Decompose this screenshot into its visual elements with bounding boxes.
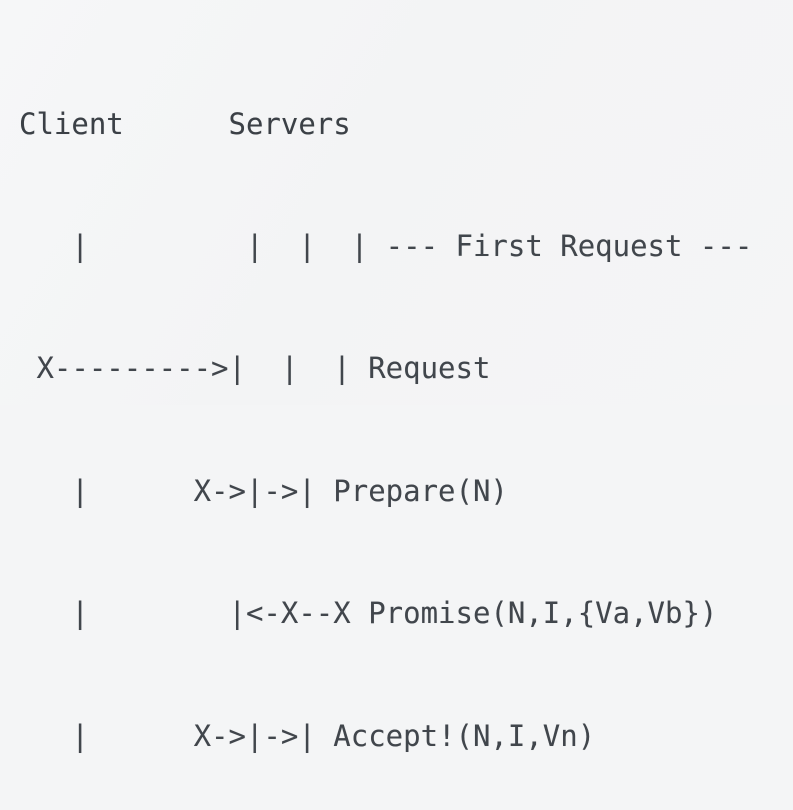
diagram-row-accept: | X->|->| Accept!(N,I,Vn)	[19, 718, 596, 753]
diagram-row-prepare: | X->|->| Prepare(N)	[19, 473, 508, 508]
diagram-row-promise: | |<-X--X Promise(N,I,{Va,Vb})	[19, 596, 718, 631]
ascii-sequence-diagram: Client Servers | | | | --- First Request…	[19, 22, 752, 810]
diagram-row-request: X--------->| | | Request	[19, 351, 491, 386]
ascii-diagram-canvas: Client Servers | | | | --- First Request…	[0, 0, 793, 753]
diagram-row-headers: Client Servers	[19, 106, 351, 141]
diagram-row-first-request: | | | | --- First Request ---	[19, 228, 753, 263]
